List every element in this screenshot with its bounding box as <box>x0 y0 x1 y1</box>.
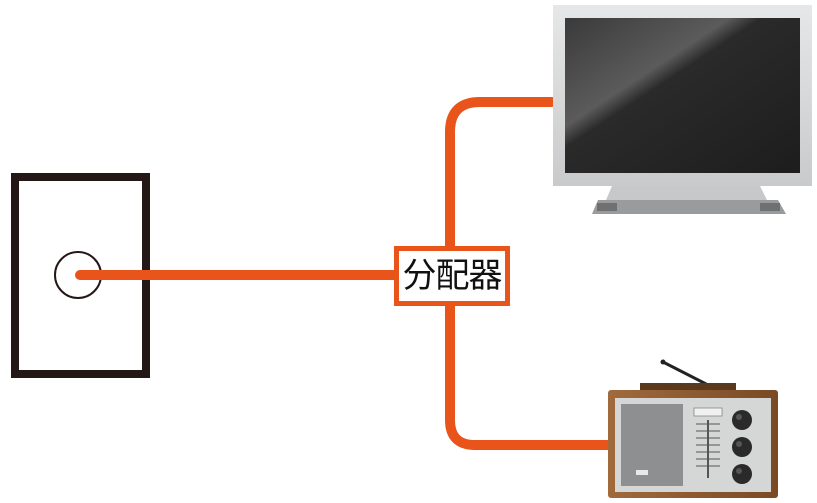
cable-splitter-to-radio <box>445 297 617 450</box>
tv-stand-foot-left <box>597 203 617 211</box>
tv-icon <box>553 5 812 214</box>
tv-stand <box>606 186 767 200</box>
radio-display <box>693 407 723 417</box>
radio-antenna <box>661 360 714 389</box>
splitter-label: 分配器 <box>402 256 503 296</box>
radio-icon <box>608 359 778 498</box>
radio-speaker-grille <box>621 404 683 486</box>
radio-knobs <box>732 410 752 484</box>
radio-dial-scale <box>696 420 720 478</box>
splitter-box: 分配器 <box>394 246 510 306</box>
cable-splitter-to-tv <box>445 97 557 255</box>
radio-handle <box>640 383 736 391</box>
coax-cables <box>75 97 617 450</box>
tv-stand-base <box>592 200 786 214</box>
tv-screen <box>565 18 800 173</box>
radio-badge <box>636 470 648 475</box>
tv-stand-foot-right <box>760 203 780 211</box>
